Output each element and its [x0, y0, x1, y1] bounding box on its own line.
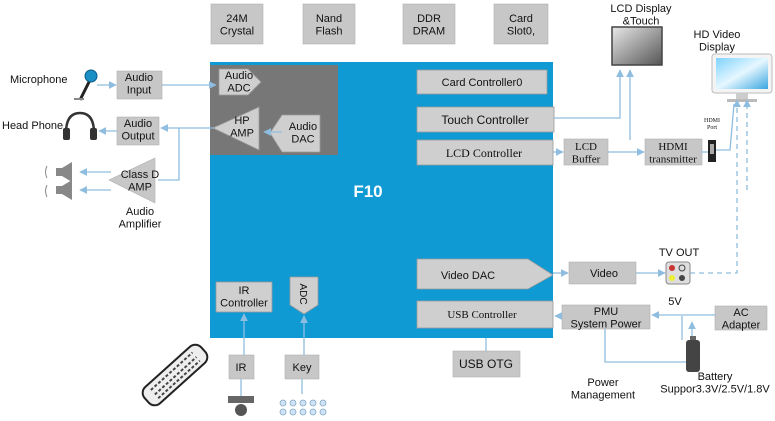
chip-name: F10	[353, 182, 382, 201]
label-adc: ADC	[297, 283, 308, 304]
tv-out-dashed-line	[690, 99, 741, 274]
ir-box: IR	[228, 354, 255, 380]
lcd-display-icon	[611, 26, 663, 66]
tv-out-label: TV OUT	[659, 247, 700, 259]
pmu-to-battery-line	[604, 329, 686, 363]
touch-to-lcd-arrow	[554, 69, 624, 119]
ir-sensor-icon	[228, 396, 254, 416]
microphone-label: Microphone	[10, 74, 67, 86]
head-phone-label: Head Phone	[2, 120, 63, 132]
5v-label: 5V	[668, 296, 682, 308]
battery-icon	[686, 336, 700, 372]
label-video: Video	[590, 268, 618, 280]
usb-otg-box: USB OTG	[452, 350, 521, 378]
label-ir: IR	[236, 362, 247, 374]
label-usb-otg: USB OTG	[459, 357, 513, 371]
label-key: Key	[293, 362, 312, 374]
adc-block: ADC	[289, 276, 319, 315]
hdmi-port-icon	[708, 140, 716, 162]
card-controller: Card Controller0	[416, 69, 548, 95]
lcd-display-label: LCD Display&Touch	[610, 3, 672, 28]
label-usb-controller: USB Controller	[447, 309, 517, 321]
headphone-icon	[63, 111, 97, 140]
video-box: Video	[568, 261, 637, 285]
key-box: Key	[284, 354, 320, 380]
usb-controller: USB Controller	[416, 300, 554, 329]
video-dac: Video DAC	[416, 258, 554, 290]
lcd-controller: LCD Controller	[416, 139, 554, 166]
hdmi-port-to-display-line	[716, 103, 735, 151]
tv-out-connector-icon	[665, 261, 691, 285]
label-video-dac: Video DAC	[441, 270, 495, 282]
label-card-controller: Card Controller0	[442, 77, 523, 89]
hd-monitor-icon	[711, 53, 773, 102]
label-touch-controller: Touch Controller	[441, 113, 528, 127]
speaker-icon	[45, 162, 72, 182]
label-lcd-controller: LCD Controller	[446, 146, 522, 160]
remote-control-icon	[141, 343, 209, 407]
amp-to-classd-line	[158, 128, 180, 181]
speaker-icon	[45, 180, 72, 200]
microphone-icon	[74, 69, 98, 101]
touch-controller: Touch Controller	[416, 106, 555, 133]
keypad-icon	[279, 399, 327, 416]
